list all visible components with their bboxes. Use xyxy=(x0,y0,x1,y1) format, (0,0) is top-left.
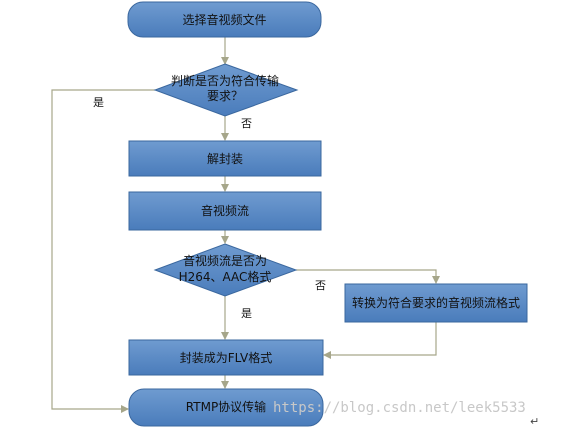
node-select-file: 选择音视频文件 xyxy=(127,1,322,38)
node-av-stream-label: 音视频流 xyxy=(201,203,249,218)
decision1-label-line1: 判断是否为符合传输 xyxy=(171,73,279,88)
node-demux-label: 解封装 xyxy=(207,152,243,166)
node-mux-flv-label: 封装成为FLV格式 xyxy=(180,350,272,365)
edge-label-d1-no: 否 xyxy=(241,117,252,130)
decision1-label-line2: 要求？ xyxy=(207,89,243,103)
edge-decision2-no-to-convert xyxy=(296,269,440,284)
node-demux: 解封装 xyxy=(128,140,322,177)
edge-convert-to-mux xyxy=(323,322,437,359)
decision2-label-line2: H264、AAC格式 xyxy=(179,269,272,284)
decision-transmit-ready: 判断是否为符合传输 要求？ xyxy=(153,63,299,117)
node-select-file-label: 选择音视频文件 xyxy=(182,12,266,27)
node-mux-flv: 封装成为FLV格式 xyxy=(128,339,324,376)
decision2-label-line1: 音视频流是否为 xyxy=(183,253,267,268)
node-av-stream: 音视频流 xyxy=(128,191,322,231)
edge-decision1-yes-to-rtmp xyxy=(51,89,155,413)
node-rtmp-transmit: RTMP协议传输 xyxy=(128,388,324,427)
connectors xyxy=(51,37,440,413)
watermark-text: https://blog.csdn.net/leek5533 xyxy=(273,400,526,416)
paragraph-return-mark: ↵ xyxy=(530,415,539,427)
node-convert-label: 转换为符合要求的音视频流格式 xyxy=(352,295,520,310)
decision-codec-check: 音视频流是否为 H264、AAC格式 xyxy=(153,243,298,297)
edge-label-d1-yes: 是 xyxy=(93,96,104,109)
node-convert-format: 转换为符合要求的音视频流格式 xyxy=(344,283,528,323)
edge-label-d2-no: 否 xyxy=(315,279,326,292)
edge-label-d2-yes: 是 xyxy=(241,307,252,320)
node-rtmp-label: RTMP协议传输 xyxy=(186,399,266,414)
